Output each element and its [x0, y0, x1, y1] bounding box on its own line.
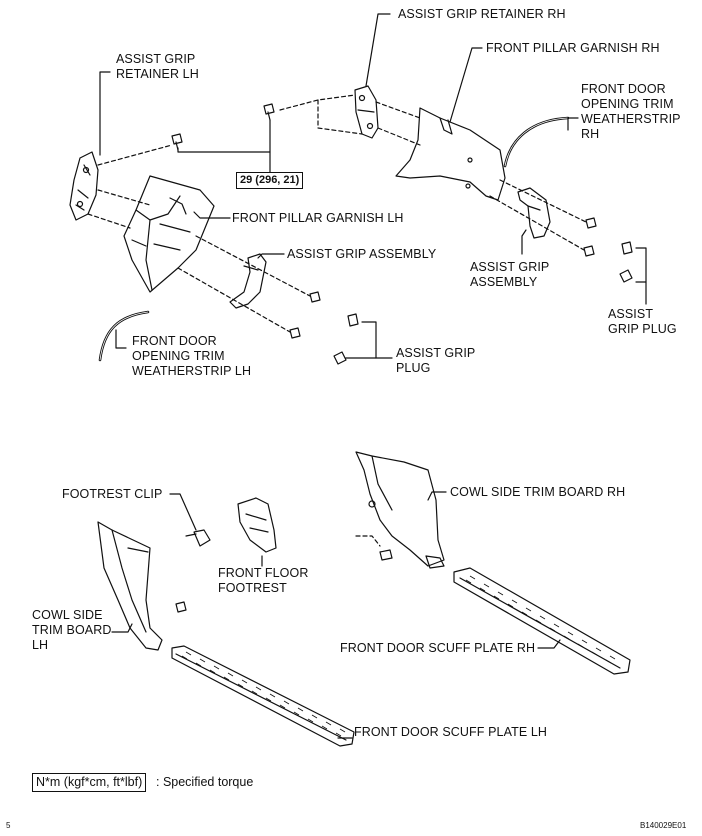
clip-rh: [379, 549, 393, 561]
cowl-side-trim-board-rh-part: [355, 451, 445, 569]
front-pillar-garnish-rh-part: [395, 107, 506, 201]
bolt-rh-upper: [585, 217, 597, 229]
label-front-door-scuff-plate-rh: FRONT DOOR SCUFF PLATE RH: [340, 641, 536, 655]
label-cowl-side-trim-board-rh: COWL SIDE TRIM BOARD RH: [450, 485, 626, 499]
label-assist-grip-assembly-rh: ASSIST GRIP ASSEMBLY: [470, 260, 550, 289]
bolt-top-center: [263, 103, 275, 121]
bolt-lh-upper: [309, 291, 321, 303]
torque-value-box: 29 (296, 21): [236, 172, 304, 189]
label-assist-grip-assembly-lh: ASSIST GRIP ASSEMBLY: [287, 247, 437, 261]
scuff-texture-lh: [181, 651, 346, 737]
assist-grip-retainer-lh-part: [69, 151, 99, 221]
clip-lh: [175, 601, 187, 613]
label-assist-grip-plug-rh: ASSIST GRIP PLUG: [608, 307, 677, 336]
torque-unit-box: N*m (kgf*cm, ft*lbf): [32, 773, 147, 792]
figure-id: B140029E01: [640, 821, 687, 830]
label-footrest-clip: FOOTREST CLIP: [62, 487, 163, 501]
front-door-scuff-plate-rh-part: [453, 567, 631, 675]
assist-grip-retainer-rh-part: [354, 85, 379, 139]
scuff-texture-rh: [465, 575, 616, 664]
label-front-pillar-garnish-lh: FRONT PILLAR GARNISH LH: [232, 211, 404, 225]
front-floor-footrest-part: [237, 497, 277, 553]
label-front-pillar-garnish-rh: FRONT PILLAR GARNISH RH: [486, 41, 660, 55]
label-weatherstrip-lh: FRONT DOOR OPENING TRIM WEATHERSTRIP LH: [132, 334, 252, 378]
bolt-lh-lower: [289, 327, 301, 339]
assist-grip-plug-lh-part: [333, 313, 359, 365]
front-pillar-garnish-lh-part: [123, 175, 215, 293]
label-assist-grip-plug-lh: ASSIST GRIP PLUG: [396, 346, 476, 375]
assist-grip-plug-rh-part: [619, 241, 633, 283]
page-marker: 5: [6, 821, 11, 830]
label-front-door-scuff-plate-lh: FRONT DOOR SCUFF PLATE LH: [354, 725, 548, 739]
torque-legend-text: : Specified torque: [156, 775, 254, 789]
bolt-left: [171, 133, 183, 151]
footrest-clip-part: [185, 529, 211, 547]
assist-grip-assembly-rh-part: [517, 187, 551, 239]
label-weatherstrip-rh: FRONT DOOR OPENING TRIM WEATHERSTRIP RH: [581, 82, 681, 141]
label-front-floor-footrest: FRONT FLOOR FOOTREST: [218, 566, 309, 595]
label-assist-grip-retainer-lh: ASSIST GRIP RETAINER LH: [116, 52, 199, 81]
label-cowl-side-trim-board-lh: COWL SIDE TRIM BOARD LH: [32, 608, 112, 652]
front-door-scuff-plate-lh-part: [171, 645, 355, 747]
cowl-side-trim-board-lh-part: [97, 521, 163, 651]
assist-grip-assembly-lh-part: [229, 253, 267, 309]
bolt-rh-lower: [583, 245, 595, 257]
label-assist-grip-retainer-rh: ASSIST GRIP RETAINER RH: [398, 7, 566, 21]
